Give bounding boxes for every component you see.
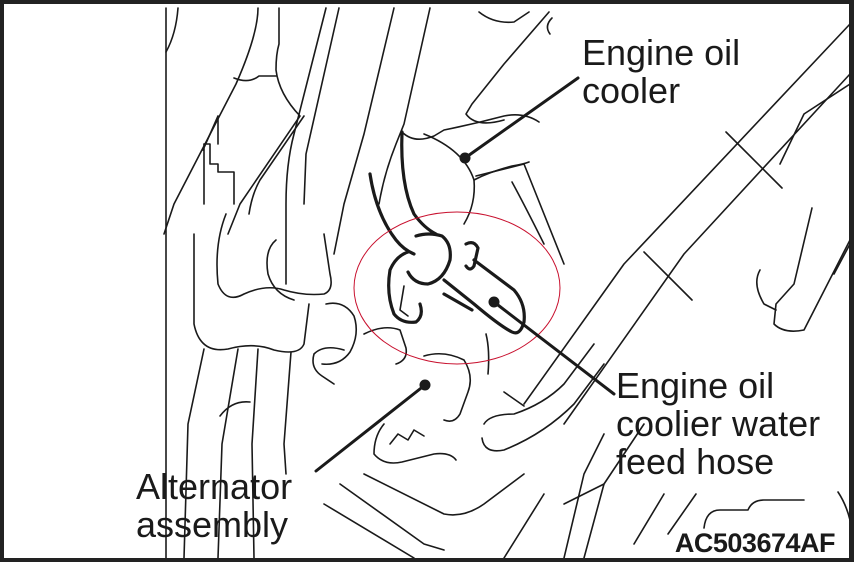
water-feed-hose xyxy=(400,130,438,236)
left-panel-curve xyxy=(165,7,179,53)
leader-line-alternator xyxy=(314,383,427,473)
callout-label-alternator-assembly: Alternator assembly xyxy=(136,466,293,545)
lower-hose xyxy=(503,391,525,407)
stepped-edge xyxy=(203,143,235,205)
callout-label-engine-oil-cooler: Engine oil cooler xyxy=(582,32,741,111)
hose-line xyxy=(217,348,239,558)
right-structure xyxy=(523,23,850,405)
right-structure xyxy=(833,243,850,275)
pipe-outline xyxy=(248,115,305,215)
right-structure xyxy=(563,483,605,505)
pipe-outline xyxy=(233,75,277,82)
component-outline xyxy=(373,423,457,464)
pipe-outline xyxy=(163,7,259,235)
oil-cooler-edge xyxy=(475,163,565,265)
oil-cooler-body xyxy=(423,133,476,225)
hose-line xyxy=(283,351,292,475)
right-structure xyxy=(725,131,783,189)
component-outline xyxy=(321,302,358,366)
oil-cooler-body xyxy=(401,114,540,140)
hose-clamp xyxy=(406,232,452,286)
hose-outline xyxy=(303,7,340,205)
right-structure xyxy=(773,207,850,332)
component-outline xyxy=(339,483,445,551)
leader-line-water-feed-hose xyxy=(492,300,616,396)
right-structure xyxy=(643,251,693,301)
hose-clamp-tab xyxy=(464,241,480,271)
right-structure xyxy=(667,493,697,535)
component-outline xyxy=(312,346,345,385)
pipe-outline xyxy=(227,7,301,235)
lower-hose xyxy=(481,363,605,452)
clamp-slot xyxy=(399,285,409,317)
hose-outline xyxy=(285,7,327,285)
hose-fitting xyxy=(442,258,526,335)
hose-loop xyxy=(216,213,332,299)
right-structure xyxy=(756,269,777,311)
leader-dot-oil-cooler xyxy=(459,152,471,164)
oil-cooler-body xyxy=(465,11,550,124)
component-outline xyxy=(485,333,490,375)
oil-cooler-body xyxy=(478,11,530,24)
hose-clamp xyxy=(387,250,423,324)
component-outline xyxy=(363,473,525,516)
leader-dot-water-feed-hose xyxy=(488,296,500,308)
figure-id: AC503674AF xyxy=(674,528,836,558)
hose-line xyxy=(251,348,259,558)
oil-cooler-edge xyxy=(511,181,545,245)
hose-fitting xyxy=(442,292,474,312)
right-structure xyxy=(563,433,605,558)
leader-line-oil-cooler xyxy=(463,76,580,160)
hose-loop xyxy=(193,233,310,353)
clamp-highlight-circle xyxy=(353,211,561,365)
right-structure xyxy=(503,493,545,558)
water-feed-hose xyxy=(368,172,416,256)
engine-bay-line-art xyxy=(163,7,850,558)
lower-hose xyxy=(483,343,595,425)
callout-label-water-feed-hose: Engine oil coolier water feed hose xyxy=(616,365,821,482)
right-structure xyxy=(837,491,850,521)
component-outline xyxy=(363,326,408,365)
component-outline xyxy=(389,429,425,445)
pipe-outline xyxy=(202,115,219,205)
oil-cooler-body xyxy=(546,17,553,35)
right-structure xyxy=(779,83,850,165)
right-structure xyxy=(703,499,805,529)
hose-line xyxy=(183,348,205,558)
oil-cooler-body xyxy=(473,161,530,181)
component-outline xyxy=(323,503,415,558)
hose-curve xyxy=(219,400,251,417)
leader-dot-alternator xyxy=(419,379,431,391)
hose-loop xyxy=(266,239,295,301)
hose-outline xyxy=(378,7,431,205)
hose-outline xyxy=(333,7,395,255)
component-outline xyxy=(423,352,472,422)
right-structure xyxy=(633,493,665,545)
